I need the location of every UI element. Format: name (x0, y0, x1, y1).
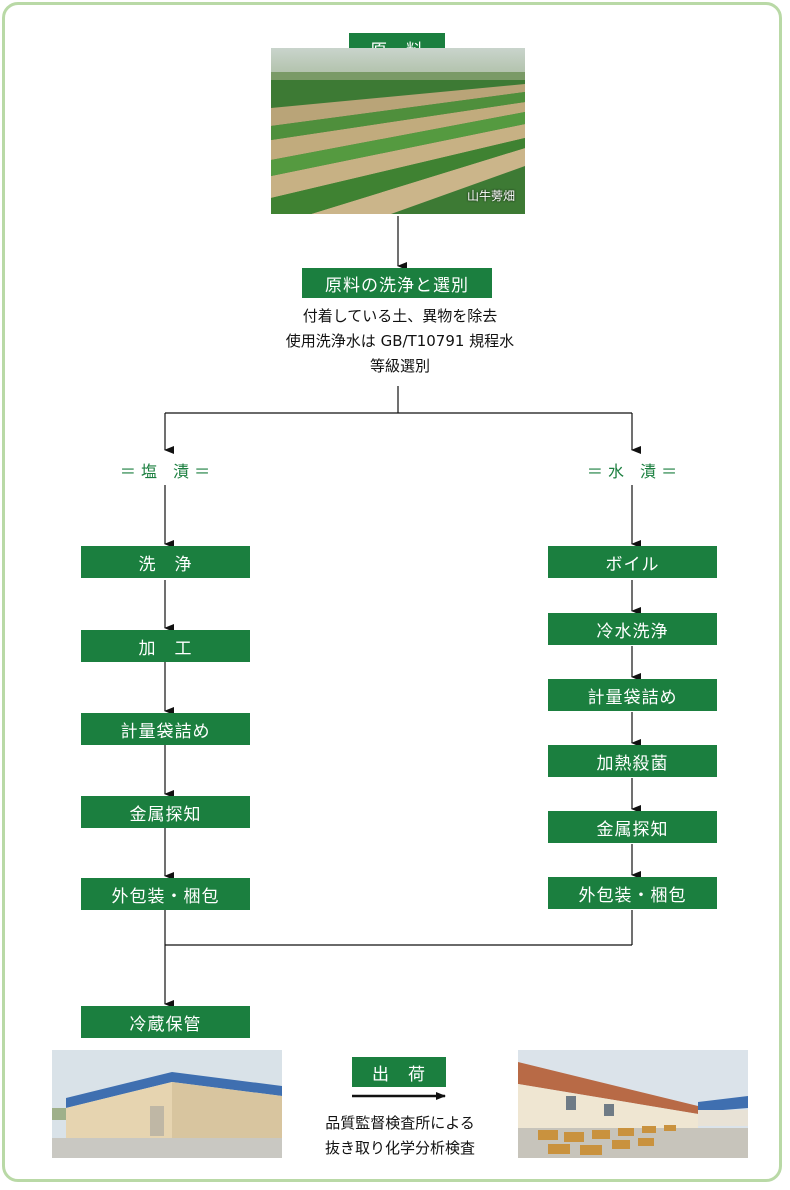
left-step-metal-detect: 金属探知 (81, 796, 250, 828)
left-step-weigh-pack: 計量袋詰め (81, 713, 250, 745)
shipping-detail-1: 品質監督検査所による (325, 1114, 475, 1132)
right-step-weigh-pack: 計量袋詰め (548, 679, 717, 711)
cold-storage-label: 冷蔵保管 (81, 1006, 250, 1038)
outer-frame (2, 2, 782, 1182)
wash-detail-3: 等級選別 (369, 357, 430, 375)
shipping-detail-2: 抜き取り化学分析検査 (324, 1139, 475, 1157)
wash-select-label: 原料の洗浄と選別 (302, 268, 492, 298)
shipping-label: 出 荷 (352, 1057, 446, 1087)
right-step-boil: ボイル (548, 546, 717, 578)
field-photo-caption: 山牛蒡畑 (466, 189, 515, 203)
left-step-wash: 洗 浄 (81, 546, 250, 578)
warehouse-photo (52, 1050, 282, 1158)
right-step-outer-pack: 外包装・梱包 (548, 877, 717, 909)
salt-branch-title: ＝ 塩 漬 ＝ (119, 462, 211, 481)
loading-yard-photo (518, 1050, 748, 1158)
right-step-sterilize: 加熱殺菌 (548, 745, 717, 777)
water-branch-title: ＝ 水 漬 ＝ (586, 462, 678, 481)
wash-detail-1: 付着している土、異物を除去 (302, 307, 498, 325)
right-step-metal-detect: 金属探知 (548, 811, 717, 843)
left-step-process: 加 工 (81, 630, 250, 662)
wash-detail-2: 使用洗浄水は GB/T10791 規程水 (285, 332, 515, 350)
left-step-outer-pack: 外包装・梱包 (81, 878, 250, 910)
right-step-cold-wash: 冷水洗浄 (548, 613, 717, 645)
field-photo: 山牛蒡畑 (271, 48, 525, 214)
